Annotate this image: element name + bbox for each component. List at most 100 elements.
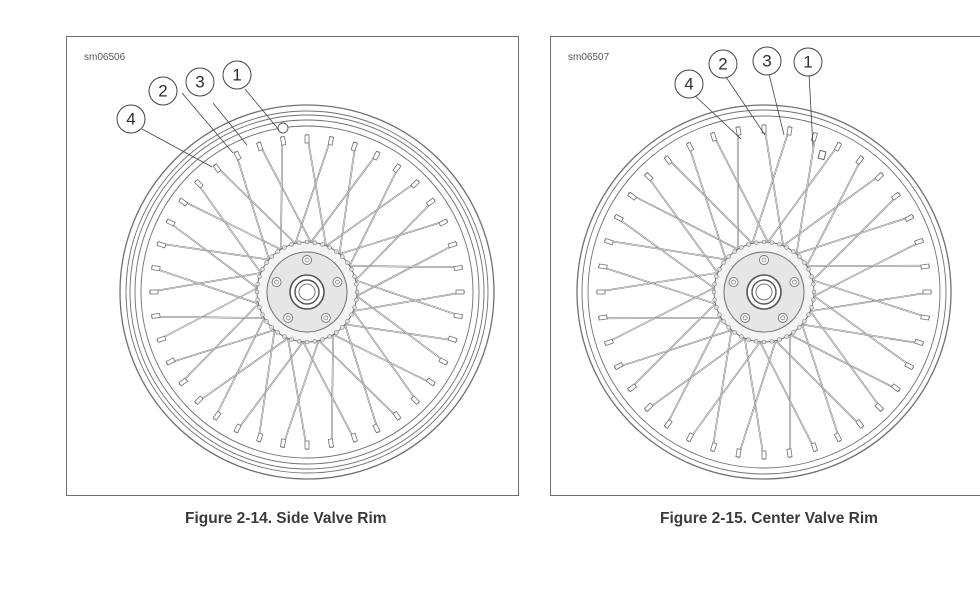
- spoke-nipple: [327, 136, 334, 146]
- spoke-nipple: [920, 263, 930, 270]
- callouts: 1 3 2 4: [674, 46, 823, 148]
- spoke-nipple: [904, 213, 915, 223]
- spoke-highlight: [150, 316, 275, 319]
- spoke-highlight: [804, 302, 884, 411]
- spoke-nipple: [178, 377, 189, 387]
- spoke-highlight: [664, 309, 727, 429]
- spoke-nipple: [685, 141, 695, 152]
- flange-hole: [769, 240, 775, 245]
- flange-hole: [354, 297, 359, 303]
- flange-hole: [312, 339, 318, 344]
- spoke-highlight: [329, 219, 448, 258]
- rotor-bolt: [320, 312, 331, 323]
- flange-hole: [352, 305, 357, 310]
- rotor-bolt: [789, 277, 800, 288]
- flange-hole: [304, 239, 310, 245]
- callout-4: 4: [116, 104, 146, 134]
- flange-hole: [726, 325, 731, 330]
- spoke-highlight: [792, 322, 924, 345]
- spoke-nipple: [810, 442, 819, 452]
- spoke-highlight: [291, 135, 333, 254]
- callout-4: 4: [674, 69, 704, 99]
- flange-hole: [282, 334, 287, 339]
- figure-id-label: sm06506: [84, 52, 126, 63]
- rotor-bolt: [740, 312, 751, 323]
- flange-hole: [269, 325, 274, 330]
- flange-hole: [806, 267, 811, 272]
- rim-circle: [129, 114, 485, 470]
- valve-stem: [817, 149, 827, 161]
- spoke-nipple: [453, 312, 463, 319]
- spoke-highlight: [195, 332, 297, 404]
- spoke-nipple: [833, 432, 843, 443]
- flange-hole: [345, 260, 350, 265]
- svg-text:2: 2: [718, 55, 727, 74]
- flange-hole: [260, 312, 265, 317]
- rim-circle: [125, 110, 489, 474]
- spoke-nipple: [914, 338, 924, 347]
- spoke-highlight: [345, 276, 464, 318]
- flange-hole: [334, 249, 339, 254]
- spoke-nipple: [438, 218, 449, 227]
- rotor-bolt-center: [761, 257, 767, 263]
- spoke-highlight: [687, 142, 730, 270]
- spoke-nipple: [151, 312, 161, 319]
- spoke-highlight: [306, 133, 329, 256]
- spoke-highlight: [166, 326, 285, 365]
- flange-hole: [806, 312, 811, 317]
- flange-hole: [264, 319, 269, 324]
- flange-hole: [320, 337, 325, 342]
- spoke-nipple: [280, 438, 287, 448]
- svg-text:3: 3: [195, 73, 204, 92]
- flange-hole: [296, 339, 302, 344]
- center-valve-wheel-illustration: 1 3 2 4: [576, 46, 952, 480]
- spoke-nipple: [372, 423, 381, 434]
- flange-hole: [739, 334, 744, 339]
- spoke-highlight: [781, 329, 901, 392]
- spoke-nipple: [855, 155, 865, 166]
- spoke-highlight: [604, 283, 724, 345]
- spoke-nipple: [280, 136, 287, 146]
- spoke-highlight: [257, 320, 277, 443]
- spoke-nipple: [425, 377, 436, 387]
- svg-text:2: 2: [158, 82, 167, 101]
- spoke-highlight: [341, 314, 380, 433]
- spoke-highlight: [614, 326, 742, 369]
- spoke-nipple: [761, 450, 767, 460]
- flange-hole: [809, 274, 814, 279]
- flange-hole: [809, 305, 814, 310]
- spoke-highlight: [711, 320, 734, 452]
- spoke-nipple: [914, 237, 924, 246]
- svg-text:4: 4: [126, 110, 135, 129]
- spoke-nipple: [194, 179, 204, 189]
- spoke-highlight: [798, 314, 841, 442]
- spoke-nipple: [598, 263, 608, 270]
- spoke-nipple: [178, 197, 189, 207]
- spoke-nipple: [350, 432, 358, 443]
- flange-hole: [761, 239, 767, 245]
- spoke-highlight: [763, 123, 786, 256]
- flange-hole: [289, 337, 294, 342]
- flange-hole: [777, 337, 782, 342]
- rotor-bolt: [271, 277, 282, 288]
- rotor-bolt-center: [742, 315, 748, 321]
- flange-hole: [340, 325, 345, 330]
- spoke-nipple: [304, 134, 310, 144]
- spoke-nipple: [438, 357, 449, 366]
- flange-hole: [354, 289, 360, 295]
- flange-hole: [802, 319, 807, 324]
- callout-1: 1: [222, 60, 252, 90]
- rotor-bolt-center: [274, 279, 279, 285]
- flange-hole: [712, 297, 717, 303]
- flange-hole: [717, 267, 722, 272]
- spoke-nipple: [922, 289, 932, 295]
- rim-circle: [119, 104, 495, 480]
- spoke-highlight: [179, 198, 290, 255]
- spoke-highlight: [645, 332, 754, 412]
- spoke-highlight: [604, 239, 736, 262]
- spoke-highlight: [331, 324, 334, 449]
- spoke-highlight: [742, 328, 765, 461]
- spoke-nipple: [256, 432, 264, 443]
- flange-hole: [275, 249, 280, 254]
- flange-hole: [721, 319, 726, 324]
